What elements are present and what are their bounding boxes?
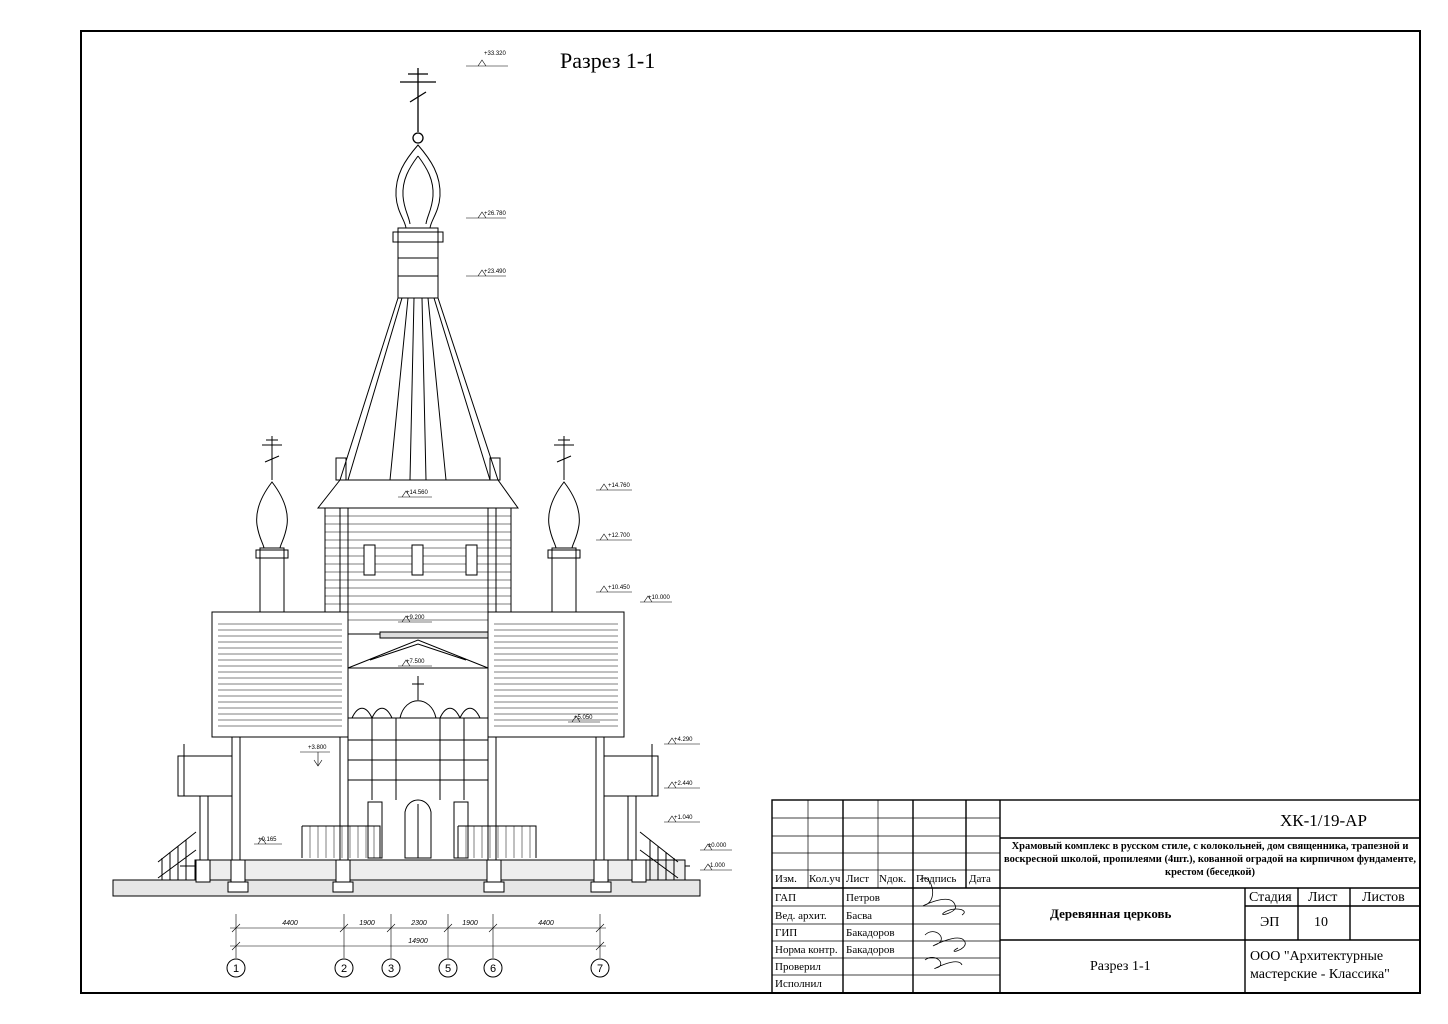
level-label: +23.490 xyxy=(484,269,507,275)
project-code: ХК-1/19-АР xyxy=(1280,811,1367,830)
dimension-label: 2300 xyxy=(410,920,427,927)
right-small-dome xyxy=(547,436,581,613)
sheet-frame xyxy=(80,30,1421,994)
header-ndok: Nдок. xyxy=(879,873,907,885)
project-description: Храмовый комплекс в русском стиле, с кол… xyxy=(1004,841,1416,879)
role-label: Вед. архит. xyxy=(775,910,827,922)
right-side-roof xyxy=(487,611,625,738)
tent-roof xyxy=(339,297,499,481)
sheet-value: 10 xyxy=(1314,915,1328,930)
role-person: Петров xyxy=(846,892,880,904)
role-label: ГАП xyxy=(775,892,797,904)
level-label: +1.040 xyxy=(674,815,693,821)
main-dome xyxy=(395,144,441,229)
sheets-label: Листов xyxy=(1362,890,1405,905)
role-person: Бакадоров xyxy=(846,927,895,939)
foundation-slab xyxy=(194,859,686,881)
level-label: +26.780 xyxy=(484,211,507,217)
dimension-lines xyxy=(230,914,606,958)
stage-value: ЭП xyxy=(1260,915,1280,930)
right-porch xyxy=(603,744,679,880)
level-label: +14.560 xyxy=(406,490,429,496)
main-cross xyxy=(400,68,436,144)
sheet-label: Лист xyxy=(1308,890,1338,905)
level-label: +7.500 xyxy=(406,659,425,665)
header-izm: Изм. xyxy=(775,873,797,885)
dimension-label: 1900 xyxy=(462,920,478,927)
axis-label: 5 xyxy=(445,963,451,975)
axis-label: 7 xyxy=(597,963,603,975)
header-list: Лист xyxy=(846,873,870,885)
header-podpis: Подпись xyxy=(916,873,957,885)
level-label: +5.050 xyxy=(574,715,593,721)
dimension-label: 4400 xyxy=(538,920,554,927)
header-kol-uch: Кол.уч xyxy=(809,873,841,885)
role-label: ГИП xyxy=(775,927,798,939)
role-label: Норма контр. xyxy=(775,944,838,956)
dimension-total: 14900 xyxy=(408,938,428,945)
axis-label: 1 xyxy=(233,963,239,975)
level-label: +2.440 xyxy=(674,781,693,787)
drawing-title: Разрез 1-1 xyxy=(560,48,656,73)
axis-bubbles xyxy=(226,958,610,978)
axis-label: 3 xyxy=(388,963,394,975)
royal-doors xyxy=(404,799,432,859)
organization: ООО "Архитектурные мастерские - Классика… xyxy=(1250,949,1390,983)
role-label: Проверил xyxy=(775,961,821,973)
left-porch xyxy=(157,744,233,880)
level-label: +0.165 xyxy=(258,837,277,843)
left-small-dome xyxy=(255,436,289,613)
level-label: +33.320 xyxy=(484,51,507,57)
left-side-roof xyxy=(211,611,349,738)
dimension-label: 4400 xyxy=(282,920,298,927)
sheet-name: Разрез 1-1 xyxy=(1090,959,1151,974)
axis-label: 6 xyxy=(490,963,496,975)
dimension-label: 1900 xyxy=(359,920,375,927)
level-label: +10.000 xyxy=(648,595,671,601)
level-leaders xyxy=(254,59,732,871)
axis-label: 2 xyxy=(341,963,347,975)
header-data: Дата xyxy=(969,873,991,885)
level-label: +4.290 xyxy=(674,737,693,743)
level-label: +14.760 xyxy=(608,483,631,489)
level-label: -1.000 xyxy=(708,863,726,869)
level-label: +3.800 xyxy=(308,745,327,751)
role-label: Исполнил xyxy=(775,978,822,990)
level-label: +10.450 xyxy=(608,585,631,591)
level-label: ±0.000 xyxy=(708,843,727,849)
object-name: Деревянная церковь xyxy=(1050,906,1172,921)
stage-label: Стадия xyxy=(1249,890,1292,905)
title-block-grid xyxy=(771,799,1421,994)
role-person: Басва xyxy=(846,910,873,922)
level-label: +9.200 xyxy=(406,615,425,621)
level-label: +12.700 xyxy=(608,533,631,539)
role-person: Бакадоров xyxy=(846,944,895,956)
